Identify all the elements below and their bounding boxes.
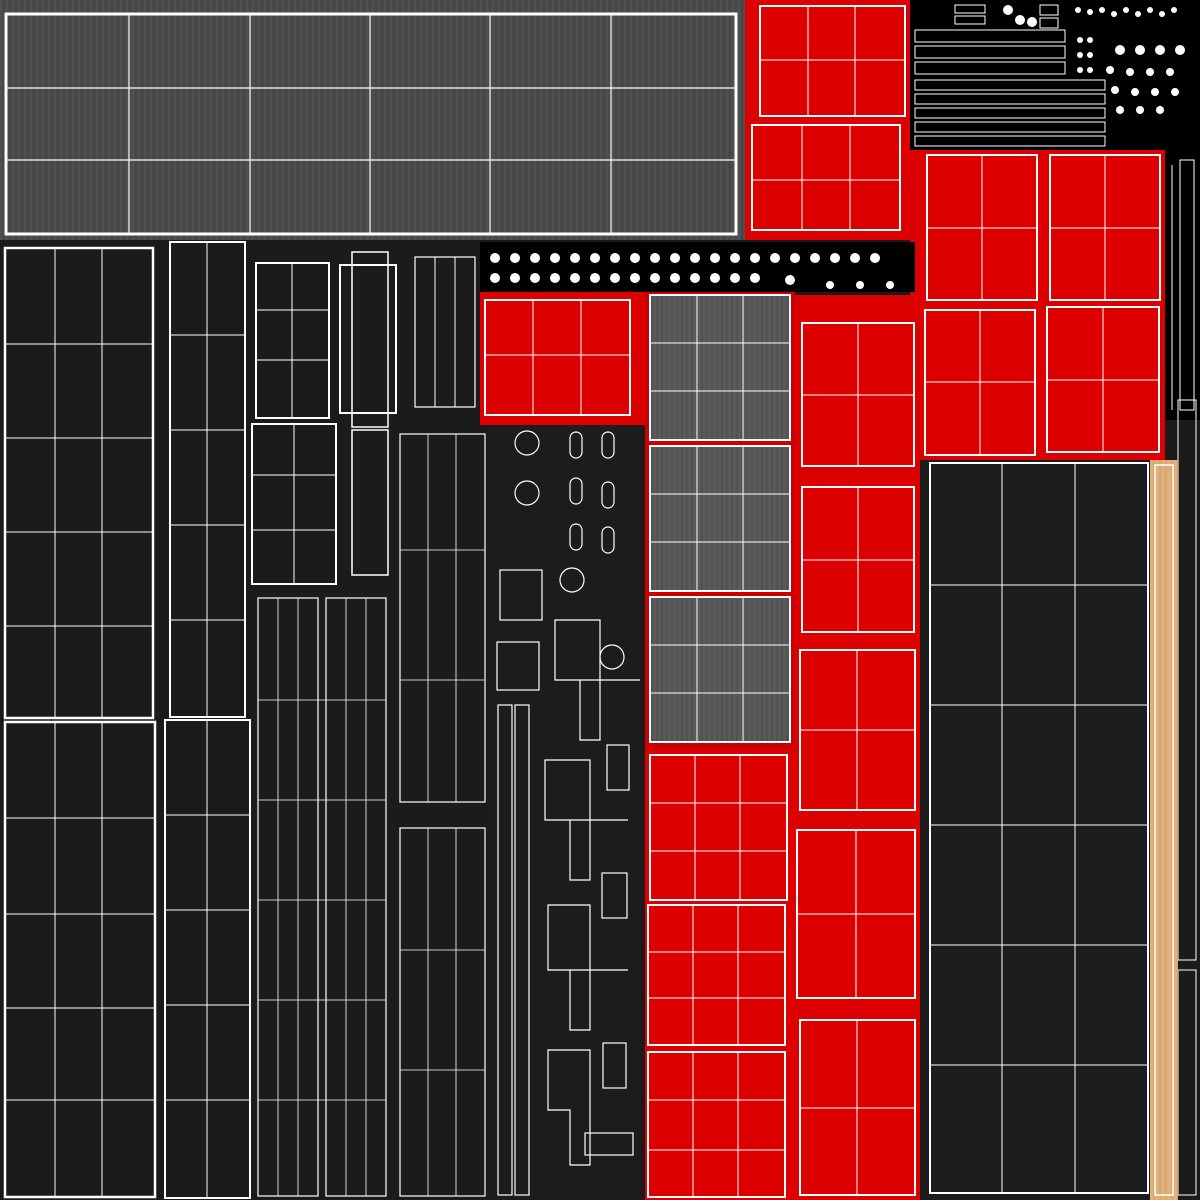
grey-wood-panels xyxy=(649,294,791,743)
dark-wall-panels xyxy=(3,241,486,1199)
wood-grain-top-panel xyxy=(0,0,745,240)
large-dark-panel xyxy=(925,460,1150,1200)
wood-edge-strip xyxy=(1150,460,1178,1200)
hardware-parts-column xyxy=(490,425,643,1200)
right-edge-strip xyxy=(1165,150,1200,420)
small-parts-cluster xyxy=(910,0,1200,150)
knob-strip xyxy=(480,242,915,292)
red-panel-wireframes xyxy=(484,5,1161,1198)
